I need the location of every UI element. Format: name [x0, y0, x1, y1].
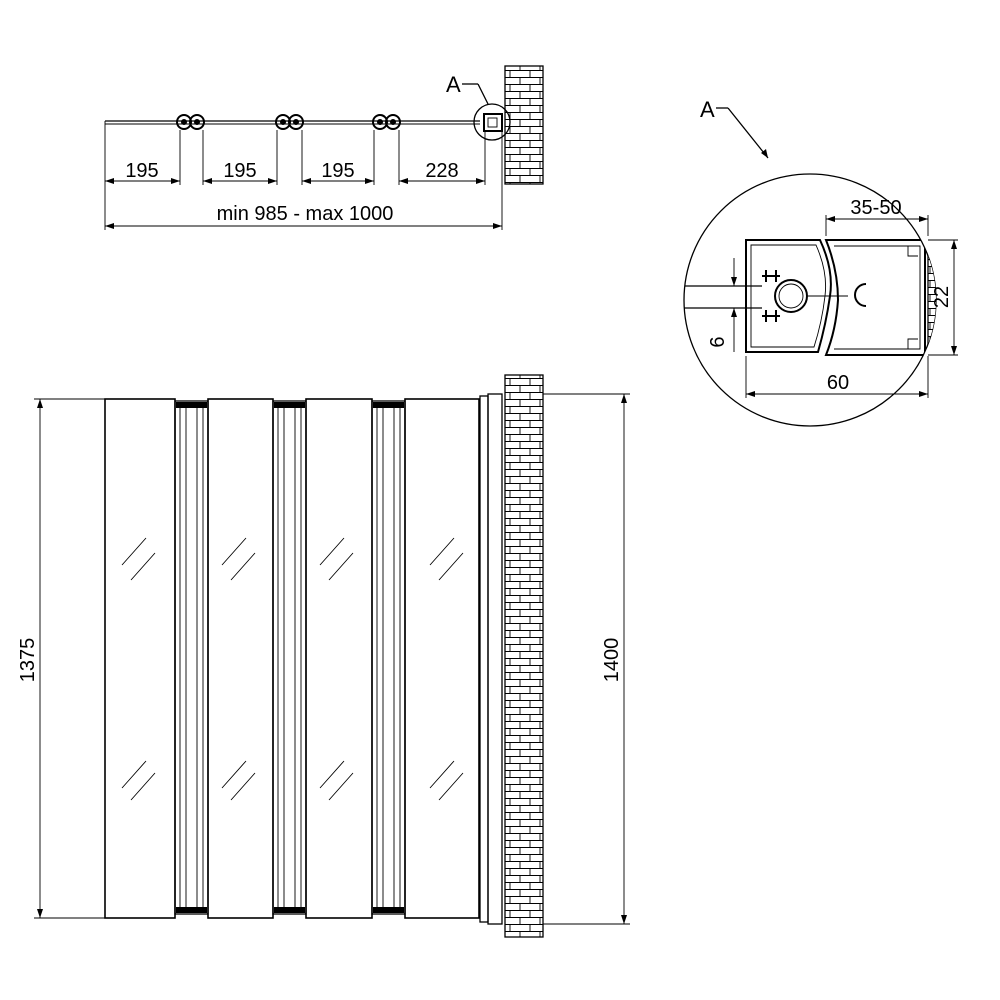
glass-panel	[404, 398, 480, 919]
hinge-column	[174, 400, 209, 915]
svg-text:195: 195	[321, 160, 354, 182]
svg-text:195: 195	[223, 160, 256, 182]
svg-text:1400: 1400	[601, 638, 623, 683]
dimension-glass: 6	[707, 258, 746, 352]
svg-text:195: 195	[125, 160, 158, 182]
dimension-profile-width: 60	[745, 356, 929, 398]
detail-marker: A	[700, 97, 715, 122]
svg-text:35-50: 35-50	[850, 197, 901, 219]
wall-top	[504, 65, 544, 185]
dimension-profile-depth: 35-50	[825, 197, 929, 236]
svg-text:6: 6	[707, 336, 729, 347]
detail-callout-circle	[473, 103, 511, 141]
dimension-segment: 195	[302, 160, 374, 184]
hinge-column	[371, 400, 406, 915]
svg-text:228: 228	[425, 160, 458, 182]
glass-panel	[207, 398, 274, 919]
svg-text:1375: 1375	[17, 638, 39, 683]
wall-front	[504, 374, 544, 938]
dimension-height-right: 1400	[543, 393, 630, 925]
hinge	[275, 114, 304, 130]
detail-marker-top: A	[446, 72, 461, 97]
hinge	[176, 114, 205, 130]
dimension-wall-height: 22	[928, 239, 958, 356]
glass-panel	[104, 398, 176, 919]
svg-text:60: 60	[827, 372, 849, 394]
top-view: A 195 195 195 228	[104, 65, 544, 230]
dimension-overall: min 985 - max 1000	[105, 203, 502, 229]
dimension-height-left: 1375	[17, 398, 105, 919]
dimension-segment: 195	[105, 160, 180, 184]
hinge-column	[272, 400, 307, 915]
dimension-segment: 228	[399, 160, 485, 184]
glass-panel	[305, 398, 373, 919]
svg-text:22: 22	[931, 286, 953, 308]
dimension-segment: 195	[203, 160, 277, 184]
detail-a: A	[683, 97, 958, 427]
glass-reflection-marks	[121, 537, 464, 801]
svg-text:min 985 - max 1000: min 985 - max 1000	[217, 203, 394, 225]
hinge	[372, 114, 401, 130]
front-view: 1375 1400	[17, 374, 630, 938]
